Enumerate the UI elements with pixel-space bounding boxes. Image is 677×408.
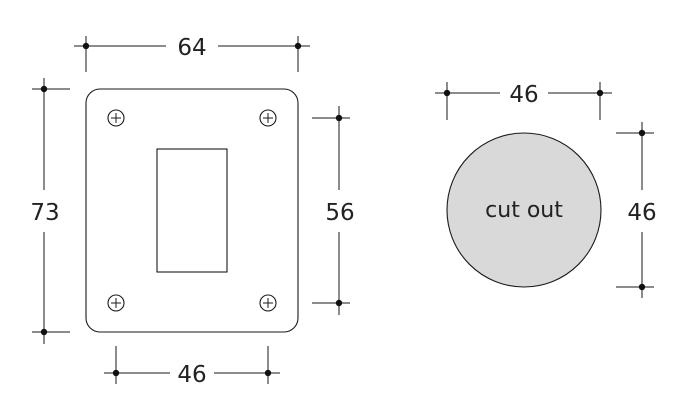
cutout-width-dimension: 46 [435, 82, 612, 120]
hole-horizontal-spacing-dimension: 46 [104, 346, 280, 388]
plate-width-dimension: 64 [74, 35, 310, 72]
plate-height-label: 73 [30, 200, 59, 226]
plate-width-label: 64 [177, 35, 206, 61]
hole-vertical-spacing-dimension: 56 [312, 106, 355, 315]
screw-hole-bottom-left [107, 294, 125, 312]
cutout-shape: cut out [446, 132, 602, 288]
cutout-height-label: 46 [627, 200, 656, 226]
screw-hole-bottom-right [259, 294, 277, 312]
cover-plate [85, 88, 299, 333]
hole-vertical-spacing-label: 56 [325, 200, 354, 226]
cutout-label: cut out [485, 198, 563, 223]
cutout-width-label: 46 [509, 82, 538, 108]
plate-height-dimension: 73 [30, 78, 70, 344]
screw-hole-top-right [259, 109, 277, 127]
cutout-circle [446, 132, 602, 288]
screw-hole-top-left [107, 109, 125, 127]
hole-horizontal-spacing-label: 46 [177, 362, 206, 388]
switch-opening [156, 148, 228, 273]
cutout-height-dimension: 46 [616, 122, 657, 298]
